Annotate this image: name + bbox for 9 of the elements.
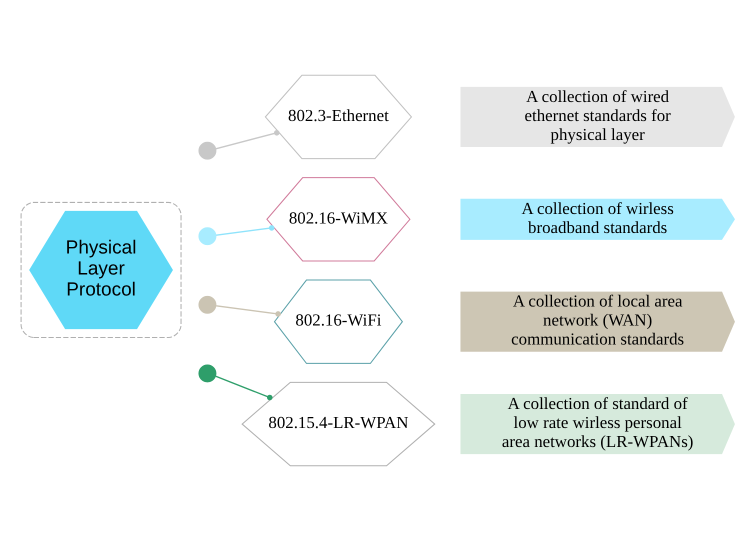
node-circle [198,364,216,382]
connector [216,224,274,236]
node-circle [198,295,216,314]
node-circle [198,226,216,245]
connector [216,130,280,149]
connector [216,375,273,400]
node-circle [198,141,216,160]
connector [216,304,281,316]
cluster [20,201,182,338]
